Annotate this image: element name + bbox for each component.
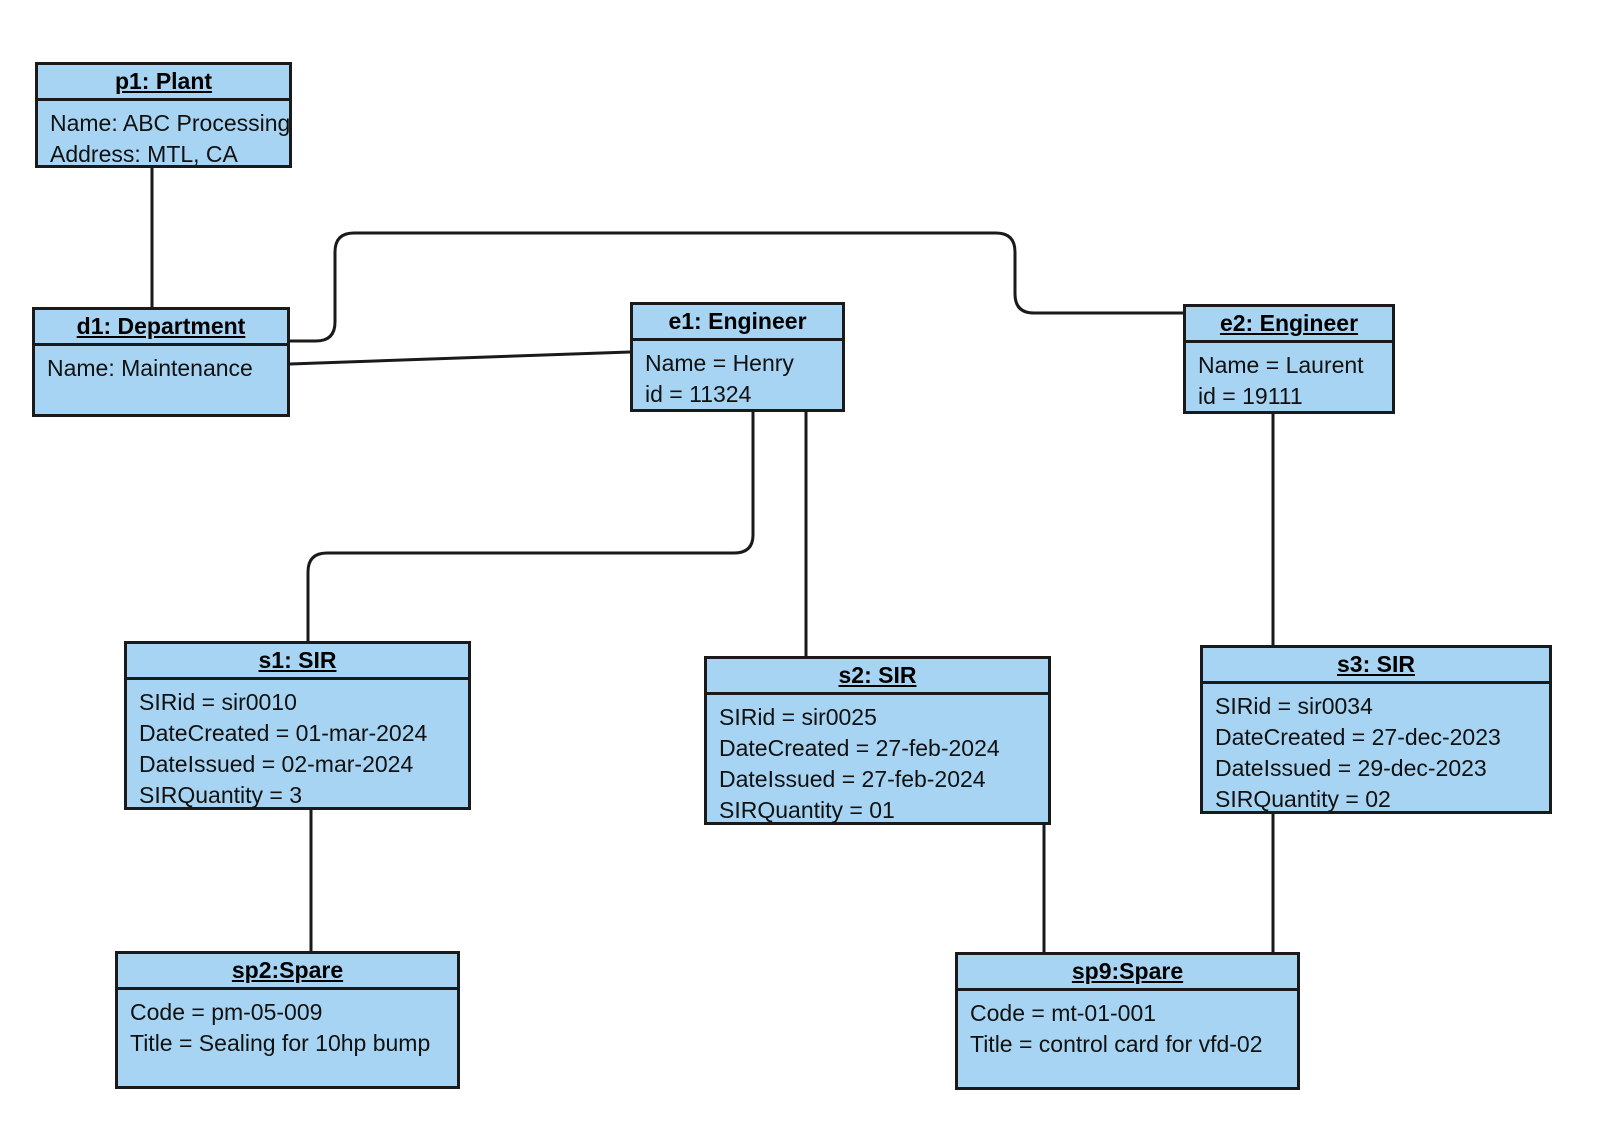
object-node-title-text: sp2:Spare xyxy=(231,957,344,983)
attribute-line: SIRQuantity = 3 xyxy=(139,782,302,808)
attribute-line: SIRid = sir0034 xyxy=(1215,693,1373,719)
object-node-title-text: e2: Engineer xyxy=(1219,310,1359,336)
attribute-line: Name: ABC Processing xyxy=(50,110,291,136)
attribute-line: DateIssued = 27-feb-2024 xyxy=(719,766,986,792)
object-node-title: e1: Engineer xyxy=(633,305,842,341)
attribute-line: SIRid = sir0025 xyxy=(719,704,877,730)
attribute-line: id = 11324 xyxy=(645,381,752,407)
object-node-title: s3: SIR xyxy=(1203,648,1549,684)
link-e1-s1 xyxy=(306,412,755,641)
object-node-title-text: s1: SIR xyxy=(258,647,337,673)
attribute-line: SIRQuantity = 02 xyxy=(1215,786,1391,812)
attribute-line: DateCreated = 01-mar-2024 xyxy=(139,720,428,746)
attribute-line: DateIssued = 29-dec-2023 xyxy=(1215,755,1487,781)
attribute-line: Name = Henry xyxy=(645,350,794,376)
attribute-line: SIRid = sir0010 xyxy=(139,689,297,715)
object-node-title-text: s2: SIR xyxy=(838,662,917,688)
attribute-line: DateCreated = 27-feb-2024 xyxy=(719,735,1000,761)
attribute-line: DateIssued = 02-mar-2024 xyxy=(139,751,414,777)
attribute-line: Code = mt-01-001 xyxy=(970,1000,1157,1026)
object-node-title-text: sp9:Spare xyxy=(1071,958,1184,984)
attribute-line: DateCreated = 27-dec-2023 xyxy=(1215,724,1501,750)
attribute-line: Name: Maintenance xyxy=(47,355,253,381)
object-node-title: sp2:Spare xyxy=(118,954,457,990)
attribute-line: Title = Sealing for 10hp bump xyxy=(130,1030,431,1056)
attribute-line: Name = Laurent xyxy=(1198,352,1364,378)
object-node-title-text: p1: Plant xyxy=(114,68,213,94)
object-node-attributes: Name: Maintenance xyxy=(35,346,287,390)
object-node-title: p1: Plant xyxy=(38,65,289,101)
object-node-title-text: e1: Engineer xyxy=(668,308,807,334)
attribute-line: SIRQuantity = 01 xyxy=(719,797,895,823)
object-node-title: s2: SIR xyxy=(707,659,1048,695)
attribute-line: Title = control card for vfd-02 xyxy=(970,1031,1263,1057)
object-node-title: e2: Engineer xyxy=(1186,307,1392,343)
link-d1-e1 xyxy=(289,350,631,366)
object-node-title-text: s3: SIR xyxy=(1337,651,1415,677)
object-node-title: s1: SIR xyxy=(127,644,468,680)
object-node-attributes: Name = Laurent id = 19111 xyxy=(1186,343,1392,418)
object-node-title: sp9:Spare xyxy=(958,955,1297,991)
object-node-title: d1: Department xyxy=(35,310,287,346)
object-node-title-text: d1: Department xyxy=(76,313,246,339)
attribute-line: id = 19111 xyxy=(1198,383,1303,409)
object-node-attributes: Name = Henry id = 11324 xyxy=(633,341,842,416)
attribute-line: Code = pm-05-009 xyxy=(130,999,323,1025)
attribute-line: Address: MTL, CA xyxy=(50,141,238,167)
